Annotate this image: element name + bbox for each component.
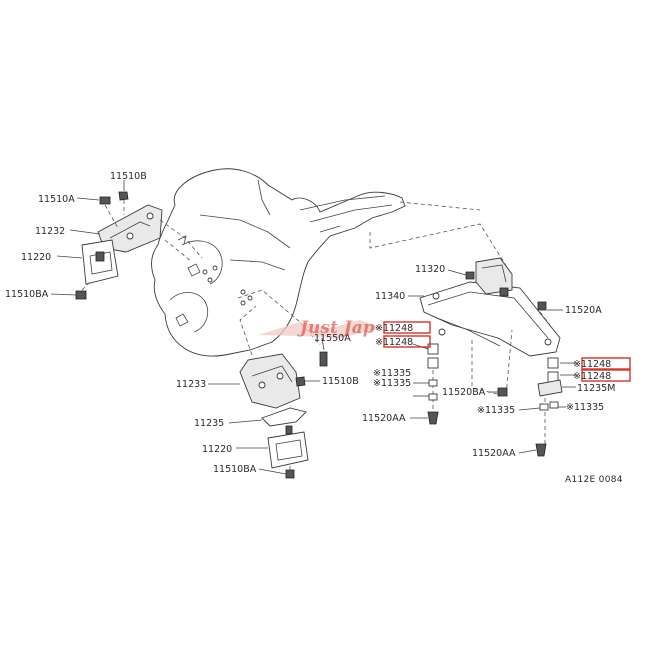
bolt-11520aa-right: [535, 443, 547, 457]
label-11248-b: ※11248: [375, 337, 413, 348]
nut-11510b-top: [118, 191, 129, 201]
label-11510ba-top: 11510BA: [5, 289, 49, 300]
label-11510ba-bottom: 11510BA: [213, 464, 257, 475]
label-11520ba: 11520BA: [442, 387, 486, 398]
label-11520aa-left: 11520AA: [362, 413, 406, 424]
label-11248-d: ※11248: [573, 371, 611, 382]
nut-11510b-bottom: [295, 376, 306, 387]
label-11220-top: 11220: [21, 252, 51, 263]
diagram-reference-code: A112E 0084: [565, 475, 623, 485]
label-11520a: 11520A: [565, 305, 602, 316]
bolt-11510a: [99, 196, 111, 205]
stopper-11235m: [537, 379, 563, 397]
nut-11520a: [537, 301, 547, 311]
label-11248-c: ※11248: [573, 359, 611, 370]
transmission-mount-11320: [475, 257, 513, 295]
label-11220-bottom: 11220: [202, 444, 232, 455]
label-11335-d: ※11335: [566, 402, 604, 413]
engine-transmission-outline: [151, 168, 406, 357]
front-left-mount-assembly: [75, 191, 203, 300]
label-11248-a: ※11248: [375, 323, 413, 334]
highlight-11248-a: [383, 321, 431, 334]
mount-insulator-11220-bottom: [267, 431, 309, 469]
label-11235m: 11235M: [577, 383, 615, 394]
rear-crossmember-assembly: [369, 201, 563, 457]
heat-shield-11235: [261, 407, 307, 427]
label-11335-b: ※11335: [373, 378, 411, 389]
label-11510a: 11510A: [38, 194, 75, 205]
front-right-mount-assembly: [237, 289, 328, 479]
leader-lines: [50, 180, 576, 475]
nut-11510ba-top: [75, 290, 87, 300]
highlight-11248-c: [581, 357, 631, 370]
label-11510b-top: 11510B: [110, 171, 147, 182]
label-11335-c: ※11335: [477, 405, 515, 416]
part-labels: 11510A 11510B 11232 11220 11510BA 11320 …: [5, 171, 623, 485]
watermark: Just Jap: [258, 318, 382, 338]
label-11235: 11235: [194, 418, 224, 429]
highlight-11248-d: [581, 369, 631, 382]
mount-insulator-11220-top: [81, 239, 119, 285]
label-11510b-bottom: 11510B: [322, 376, 359, 387]
nut-11510ba-bottom: [285, 469, 295, 479]
label-11232: 11232: [35, 226, 65, 237]
label-11340: 11340: [375, 291, 405, 302]
bolt-11550a: [319, 351, 328, 367]
highlight-11248-b: [383, 335, 431, 348]
label-11320: 11320: [415, 264, 445, 275]
label-11550a: 11550A: [314, 333, 351, 344]
nut-11520ba: [497, 387, 508, 397]
label-11520aa-right: 11520AA: [472, 448, 516, 459]
label-11335-a: ※11335: [373, 368, 411, 379]
highlight-boxes: [383, 321, 631, 382]
label-11233: 11233: [176, 379, 206, 390]
watermark-text: Just Jap: [297, 318, 375, 338]
bolt-11520aa-left: [427, 411, 439, 425]
